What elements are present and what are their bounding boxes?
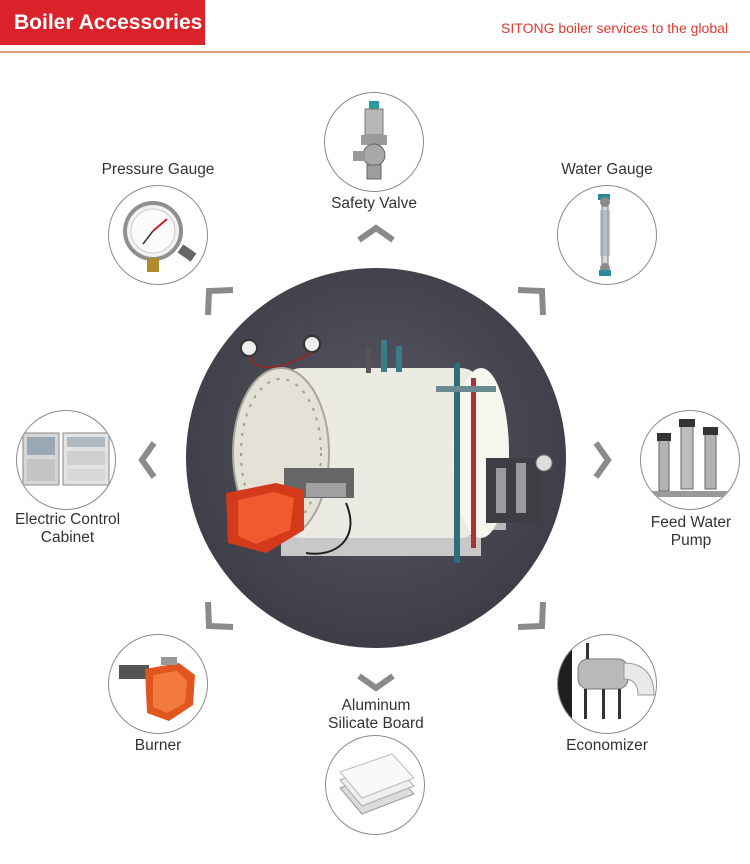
safety-valve-icon (353, 101, 387, 180)
water-pump-thumbnail (640, 410, 740, 510)
header-divider (0, 51, 750, 53)
pressure-gauge-label: Pressure Gauge (101, 161, 215, 178)
boiler-illustration (226, 335, 553, 563)
chevron-up-right-icon (517, 287, 546, 316)
water-gauge-thumbnail (557, 185, 657, 285)
central-boiler-image (186, 268, 566, 648)
chevron-left-icon (138, 441, 157, 479)
water-gauge-label: Water Gauge (561, 161, 653, 178)
control-cabinet-icon (22, 432, 110, 486)
pressure-gauge-icon (123, 201, 197, 272)
safety-valve-thumbnail (324, 92, 424, 192)
control-cabinet-thumbnail (16, 410, 116, 510)
chevron-up-icon (357, 224, 395, 243)
pressure-gauge-thumbnail (108, 185, 208, 285)
chevron-down-right-icon (517, 601, 546, 630)
silicate-board-icon (339, 753, 415, 815)
economizer-icon (558, 635, 655, 733)
silicate-board-label: Aluminum Silicate Board (306, 697, 446, 733)
water-pump-label: Feed Water Pump (626, 514, 750, 550)
water-gauge-icon (598, 194, 611, 276)
economizer-thumbnail (557, 634, 657, 734)
chevron-up-left-icon (205, 287, 234, 316)
tagline: SITONG boiler services to the global (501, 20, 728, 36)
chevron-down-icon (357, 673, 395, 692)
water-pump-label-line1: Feed Water (650, 514, 732, 531)
chevron-right-icon (593, 441, 612, 479)
burner-icon (119, 657, 195, 721)
page-title: Boiler Accessories (0, 0, 205, 45)
burner-thumbnail (108, 634, 208, 734)
water-pump-label-line2: Pump (670, 532, 712, 549)
economizer-label: Economizer (566, 737, 648, 754)
silicate-board-label-line1: Aluminum (341, 697, 411, 714)
silicate-board-label-line2: Silicate Board (328, 715, 424, 732)
chevron-down-left-icon (205, 601, 234, 630)
silicate-board-thumbnail (325, 735, 425, 835)
safety-valve-label: Safety Valve (331, 195, 417, 212)
water-pump-icon (651, 419, 727, 497)
header: Boiler Accessories SITONG boiler service… (0, 0, 750, 55)
control-cabinet-label: Electric Control Cabinet (0, 511, 135, 547)
control-cabinet-label-line1: Electric Control (14, 511, 121, 528)
burner-label: Burner (134, 737, 182, 754)
control-cabinet-label-line2: Cabinet (40, 529, 95, 546)
